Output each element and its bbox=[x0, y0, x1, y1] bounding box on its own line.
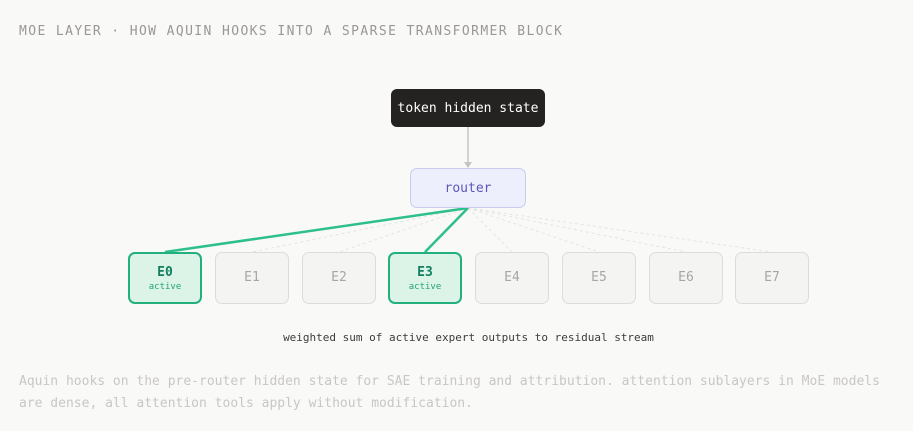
expert-label: E5 bbox=[591, 269, 607, 285]
expert-label: E4 bbox=[504, 269, 520, 285]
expert-e2: E2 bbox=[302, 252, 376, 304]
expert-e0: E0 active bbox=[128, 252, 202, 304]
expert-e7: E7 bbox=[735, 252, 809, 304]
inactive-route-wire bbox=[467, 207, 773, 253]
inactive-route-wire bbox=[251, 207, 469, 253]
active-route-wire bbox=[424, 207, 469, 253]
token-hidden-state-node: token hidden state bbox=[391, 89, 545, 127]
output-label: weighted sum of active expert outputs to… bbox=[283, 331, 654, 344]
input-arrowhead bbox=[464, 162, 472, 168]
inactive-route-wire bbox=[467, 207, 600, 253]
expert-e1: E1 bbox=[215, 252, 289, 304]
inactive-route-wire bbox=[467, 207, 687, 253]
expert-e5: E5 bbox=[562, 252, 636, 304]
expert-e4: E4 bbox=[475, 252, 549, 304]
expert-label: E3 bbox=[417, 264, 433, 280]
expert-label: E7 bbox=[764, 269, 780, 285]
expert-wires bbox=[164, 206, 773, 254]
router-node: router bbox=[410, 168, 526, 208]
expert-label: E1 bbox=[244, 269, 260, 285]
active-route-wire bbox=[164, 206, 469, 254]
expert-e3: E3 active bbox=[388, 252, 462, 304]
expert-label: E0 bbox=[157, 264, 173, 280]
expert-e6: E6 bbox=[649, 252, 723, 304]
expert-status: active bbox=[408, 281, 442, 292]
expert-label: E2 bbox=[331, 269, 347, 285]
expert-status: active bbox=[148, 281, 182, 292]
inactive-route-wire bbox=[338, 207, 469, 253]
page-title: MOE LAYER · HOW AQUIN HOOKS INTO A SPARS… bbox=[19, 24, 564, 39]
expert-label: E6 bbox=[678, 269, 694, 285]
footnote-text: Aquin hooks on the pre-router hidden sta… bbox=[19, 374, 880, 411]
inactive-route-wire bbox=[467, 207, 513, 253]
